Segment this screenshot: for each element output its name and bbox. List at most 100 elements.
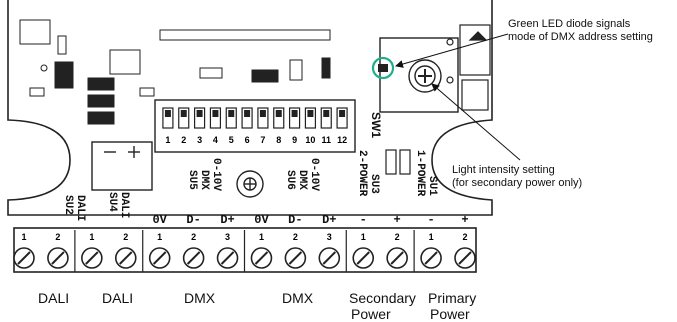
silk-range-dmx-1: 0-10V <box>210 158 222 191</box>
terminal-pin-number: 2 <box>462 232 467 242</box>
dip-switch-knob <box>291 110 298 117</box>
terminal-function-label: D+ <box>220 213 234 227</box>
terminal-function-label: 0V <box>254 213 269 227</box>
dip-switch-lever <box>162 107 174 129</box>
terminal-screw-slot <box>186 251 201 265</box>
dip-switch-lever <box>193 107 206 129</box>
terminal-screw-slot <box>356 251 370 265</box>
silk-name-dmx-2: DMX <box>296 170 308 190</box>
dip-switch-lever <box>336 107 348 129</box>
dip-switch-number: 10 <box>305 135 315 145</box>
label-dali-2: DALI <box>102 290 134 306</box>
intensity-callout-arrow <box>431 83 521 161</box>
fuse-area <box>446 24 491 111</box>
silk-ref-dali-2: SU4 <box>106 192 118 212</box>
smd-components <box>19 19 331 125</box>
bridge-rectifier <box>91 141 153 191</box>
terminal-screw-slot <box>85 251 99 265</box>
dip-switch-number: 6 <box>245 135 250 145</box>
dip-switch-name: SW1 <box>369 112 383 138</box>
led-callout-line-2: mode of DMX address setting <box>508 31 653 43</box>
terminal-function-label: D+ <box>322 213 336 227</box>
dip-switch-number: 2 <box>181 135 186 145</box>
dip-switch-number: 4 <box>213 135 218 145</box>
intensity-callout-line-2: (for secondary power only) <box>452 177 583 189</box>
dip-switch-knob <box>212 110 219 117</box>
label-secondary-line-1: Secondary <box>349 290 416 306</box>
dip-switch-number: 12 <box>337 135 347 145</box>
terminal-function-label: D- <box>288 213 302 227</box>
dip-switch-number: 9 <box>292 135 297 145</box>
terminal-screw-slot <box>288 251 303 265</box>
silk-name-secondary: 2-POWER <box>356 150 368 197</box>
led-callout-line-1: Green LED diode signals <box>508 18 631 30</box>
silk-ref-secondary: SU3 <box>368 174 380 194</box>
terminal-function-label: D- <box>186 213 200 227</box>
dip-switch-number: 7 <box>260 135 265 145</box>
dip-switch-knob <box>196 110 203 117</box>
dip-switch-lever <box>273 107 285 129</box>
terminal-pin-number: 1 <box>429 232 434 242</box>
dip-switch-lever <box>241 107 253 129</box>
silk-name-dali-1: DALI <box>74 195 86 221</box>
terminal-function-label: 0V <box>152 213 167 227</box>
label-primary-power: Primary Power <box>428 290 476 322</box>
silk-ref-dmx-2: SU6 <box>284 170 296 190</box>
silk-name-dali-2: DALI <box>118 192 130 218</box>
dip-switch-number: 3 <box>197 135 202 145</box>
label-dali-1: DALI <box>38 290 70 306</box>
terminal-screw-slot <box>424 251 438 265</box>
terminal-function-label: + <box>394 213 401 227</box>
dip-switch-number: 11 <box>321 135 331 145</box>
label-dmx-2: DMX <box>282 290 314 306</box>
terminal-pin-number: 2 <box>123 232 128 242</box>
terminal-pin-number: 1 <box>361 232 366 242</box>
silk-ref-dali-1: SU2 <box>62 195 74 215</box>
dip-switch-number: 5 <box>229 135 234 145</box>
dip-switch-knob <box>323 110 330 117</box>
silk-name-primary: 1-POWER <box>414 150 426 197</box>
label-secondary-line-2: Power <box>351 306 391 322</box>
terminal-screw-slot <box>51 251 65 265</box>
terminal-pin-number: 2 <box>395 232 400 242</box>
label-primary-line-2: Power <box>430 306 470 322</box>
intensity-potentiometer <box>379 37 459 113</box>
terminal-screw-slot <box>152 251 167 265</box>
status-led <box>378 64 388 72</box>
terminal-screw-slot <box>458 251 472 265</box>
dip-switch-knob <box>275 110 282 117</box>
status-led-ring <box>371 56 395 80</box>
dip-switch-knob <box>228 110 235 117</box>
terminal-pin-number: 1 <box>89 232 94 242</box>
terminal-pin-number: 3 <box>225 232 230 242</box>
dip-switch-knob <box>164 110 171 117</box>
label-primary-line-1: Primary <box>428 290 477 306</box>
label-dmx-1: DMX <box>184 290 216 306</box>
terminal-screw-slot <box>390 251 404 265</box>
dip-switch-lever <box>304 107 317 129</box>
dip-switch-lever <box>225 107 237 129</box>
led-callout: Green LED diode signals mode of DMX addr… <box>508 18 653 44</box>
silk-ref-primary: SU1 <box>426 176 438 196</box>
dip-switch-lever <box>178 107 190 129</box>
intensity-callout: Light intensity setting (for secondary p… <box>452 164 582 190</box>
terminal-screw-slot <box>17 251 31 265</box>
dip-switch-knob <box>307 110 314 117</box>
terminal-screw-slot <box>119 251 133 265</box>
intensity-callout-line-1: Light intensity setting <box>452 164 555 176</box>
dip-switch-lever <box>288 107 301 129</box>
terminal-pin-number: 1 <box>21 232 26 242</box>
dip-switch-knob <box>244 110 251 117</box>
dip-switch-knob <box>180 110 187 117</box>
silk-name-dmx-1: DMX <box>198 170 210 190</box>
dip-switch-number: 8 <box>276 135 281 145</box>
silk-range-dmx-2: 0-10V <box>308 158 320 191</box>
terminal-screw-slot <box>254 251 269 265</box>
terminal-function-label: + <box>461 213 468 227</box>
terminal-pin-number: 2 <box>191 232 196 242</box>
dip-switch-knob <box>259 110 266 117</box>
relay-block <box>385 149 411 175</box>
mounting-screw <box>236 170 264 198</box>
